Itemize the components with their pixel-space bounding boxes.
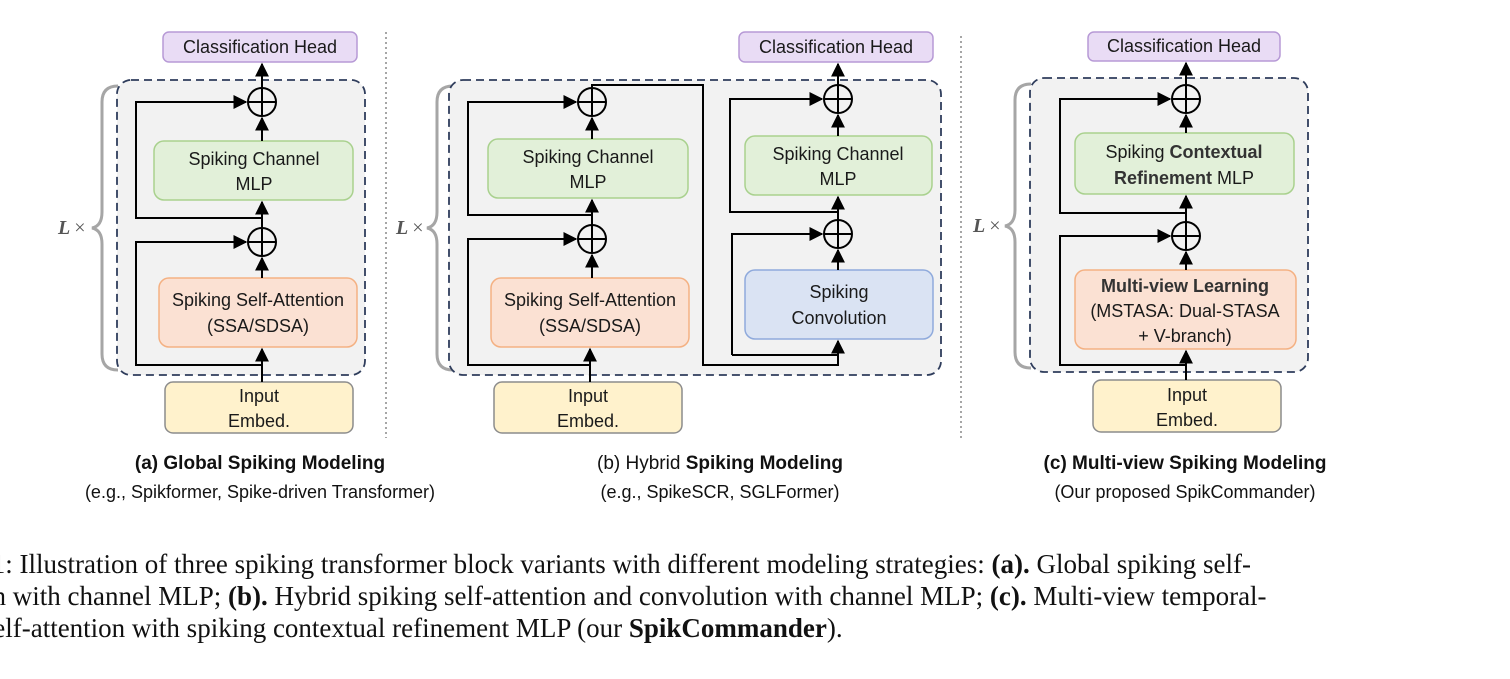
architecture-diagram: L× Classification Head Spiking Channel M… xyxy=(57,31,1309,438)
mlp-label-line2: Refinement MLP xyxy=(1114,168,1254,188)
repeat-label: L× xyxy=(57,217,86,239)
repeat-label: L× xyxy=(395,217,424,239)
mlp-label-line1: Spiking Contextual xyxy=(1105,142,1262,162)
classification-head xyxy=(738,31,934,63)
add-node xyxy=(823,84,853,114)
panel-a: L× Classification Head Spiking Channel M… xyxy=(57,31,366,434)
panel-b-title: (b) Hybrid Spiking Modeling xyxy=(520,453,920,475)
embed-label-line2: Embed. xyxy=(228,411,290,431)
input-embed xyxy=(164,381,354,434)
attn-label-line2: (SSA/SDSA) xyxy=(539,316,641,336)
classification-head-label: Classification Head xyxy=(1107,36,1261,56)
caption-line-3: e self-attention with spiking contextual… xyxy=(0,613,843,643)
embed-label-line1: Input xyxy=(239,386,279,406)
caption-line-1: re 1: Illustration of three spiking tran… xyxy=(0,549,1251,579)
classification-head-label: Classification Head xyxy=(183,37,337,57)
mlp-right-label-line1: Spiking Channel xyxy=(772,144,903,164)
connections xyxy=(467,62,845,382)
classification-head xyxy=(1087,31,1281,62)
mlp-right-label-line2: MLP xyxy=(819,169,856,189)
repeat-brace xyxy=(426,84,454,372)
repeat-label: L× xyxy=(972,215,1001,237)
spiking-self-attention xyxy=(490,277,690,348)
input-embed xyxy=(493,381,683,434)
panel-c: L× Classification Head Spiking Contextua… xyxy=(972,31,1309,433)
panel-b-title-rest: Spiking Modeling xyxy=(685,453,843,474)
panel-b-title-prefix: (b) Hybrid xyxy=(597,453,681,474)
mlp-left-label-line1: Spiking Channel xyxy=(522,147,653,167)
mlp-label-line1: Spiking Channel xyxy=(188,149,319,169)
panel-c-description: (Our proposed SpikCommander) xyxy=(1054,482,1316,502)
mlp-label-line2: MLP xyxy=(235,174,272,194)
conv-label-line2: Convolution xyxy=(791,308,886,328)
figure-caption: re 1: Illustration of three spiking tran… xyxy=(0,548,1510,644)
panel-b-description: (e.g., SpikeSCR, SGLFormer) xyxy=(600,482,840,502)
repeat-brace xyxy=(91,84,119,372)
attn-label-line2: (MSTASA: Dual-STASA xyxy=(1090,301,1279,321)
embed-label-line2: Embed. xyxy=(557,411,619,431)
attn-label-line1: Multi-view Learning xyxy=(1101,276,1269,296)
embed-label-line2: Embed. xyxy=(1156,410,1218,430)
add-node xyxy=(577,87,607,117)
add-node xyxy=(247,87,277,117)
attn-label-line3: + V-branch) xyxy=(1138,326,1232,346)
add-node xyxy=(1171,84,1201,114)
attn-label-line1: Spiking Self-Attention xyxy=(172,290,344,310)
panel-a-description: (e.g., Spikformer, Spike-driven Transfor… xyxy=(84,482,436,502)
attn-label-line2: (SSA/SDSA) xyxy=(207,316,309,336)
panel-a-title: (a) Global Spiking Modeling xyxy=(134,453,386,474)
conv-label-line1: Spiking xyxy=(809,282,868,302)
spiking-contextual-refinement-mlp xyxy=(1074,132,1295,195)
classification-head-label: Classification Head xyxy=(759,37,913,57)
embed-label-line1: Input xyxy=(568,386,608,406)
repeat-brace xyxy=(1004,82,1032,370)
mlp-left-label-line2: MLP xyxy=(569,172,606,192)
connections xyxy=(135,62,269,382)
embed-label-line1: Input xyxy=(1167,385,1207,405)
panel-c-title: (c) Multi-view Spiking Modeling xyxy=(1043,453,1327,474)
connections xyxy=(1059,61,1193,380)
spiking-channel-mlp xyxy=(153,140,354,201)
spiking-channel-mlp-left xyxy=(487,138,689,199)
classification-head xyxy=(162,31,358,63)
panel-b: L× Classification Head Spiking Channel M… xyxy=(395,31,942,434)
attn-label-line1: Spiking Self-Attention xyxy=(504,290,676,310)
spiking-convolution xyxy=(744,269,934,340)
caption-line-2: tion with channel MLP; (b). Hybrid spiki… xyxy=(0,581,1267,611)
spiking-self-attention xyxy=(158,277,358,348)
